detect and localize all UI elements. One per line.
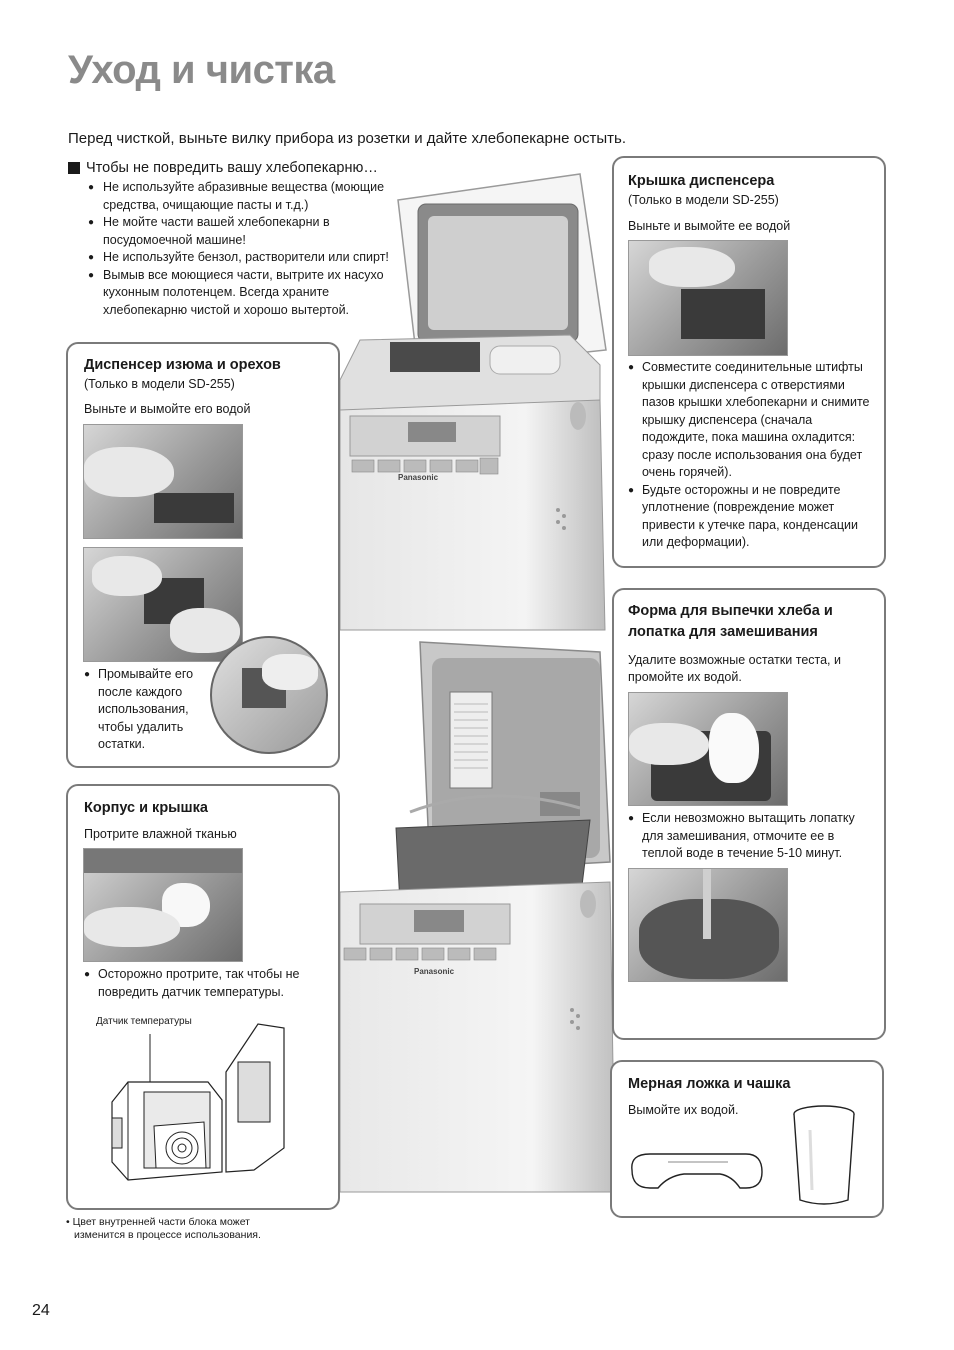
dispenser-lid-section: Крышка диспенсера (Только в модели SD-25… xyxy=(612,156,886,568)
section-title-line2: лопатка для замешивания xyxy=(628,624,818,640)
sensor-label: Датчик температуры xyxy=(96,1016,192,1027)
bullet-item: Будьте осторожны и не повредите уплотнен… xyxy=(628,482,872,552)
dispenser-detail-circle-photo xyxy=(210,636,328,754)
warning-item: Не используйте абразивные вещества (моющ… xyxy=(88,179,408,214)
section-title: Мерная ложка и чашка xyxy=(628,1076,791,1092)
spoon-cup-section: Мерная ложка и чашка Вымойте их водой. xyxy=(610,1060,884,1218)
measuring-spoon-icon xyxy=(631,1153,763,1189)
section-instruction: Выньте и вымойте его водой xyxy=(84,402,251,416)
footnote-line: • Цвет внутренней части блока может xyxy=(66,1216,250,1228)
brand-label: Panasonic xyxy=(414,967,455,976)
warning-item: Не мойте части вашей хлебопекарни в посу… xyxy=(88,214,408,249)
section-instruction: Выньте и вымойте ее водой xyxy=(628,219,791,233)
warning-list: Не используйте абразивные вещества (моющ… xyxy=(88,179,408,319)
pan-soaking-photo xyxy=(628,868,788,982)
brand-label: Panasonic xyxy=(398,473,439,482)
measuring-cup-icon xyxy=(793,1105,855,1205)
pan-washing-photo xyxy=(628,692,788,806)
bullet-item: Если невозможно вытащить лопатку для зам… xyxy=(628,810,872,863)
page-number: 24 xyxy=(32,1302,50,1319)
footnote: • Цвет внутренней части блока может изме… xyxy=(66,1216,261,1242)
raisin-dispenser-bullets: Промывайте его после каждого использован… xyxy=(84,666,206,754)
section-instruction: Удалите возможные остатки теста, и промо… xyxy=(628,653,841,684)
bullet-item: Осторожно протрите, так чтобы не повреди… xyxy=(84,966,330,1001)
body-lid-section: Корпус и крышка Протрите влажной тканью … xyxy=(66,784,340,1210)
raisin-dispenser-section: Диспенсер изюма и орехов (Только в модел… xyxy=(66,342,340,768)
body-lid-bullets: Осторожно протрите, так чтобы не повреди… xyxy=(84,966,330,1001)
dispenser-lid-bullets: Совместите соединительные штифты крышки … xyxy=(628,359,872,552)
section-title-line1: Форма для выпечки хлеба и xyxy=(628,603,833,619)
section-instruction: Вымойте их водой. xyxy=(628,1103,739,1117)
square-bullet-icon xyxy=(68,162,80,174)
footnote-line: изменится в процессе использования. xyxy=(74,1229,261,1241)
body-wiping-photo xyxy=(83,848,243,962)
section-subtitle: (Только в модели SD-255) xyxy=(84,377,235,391)
bread-pan-bullets: Если невозможно вытащить лопатку для зам… xyxy=(628,810,872,863)
page-title: Уход и чистка xyxy=(68,48,335,92)
warning-item: Вымыв все моющиеся части, вытрите их нас… xyxy=(88,267,408,320)
temperature-sensor-diagram xyxy=(111,1023,285,1181)
section-title: Корпус и крышка xyxy=(84,800,208,816)
intro-text: Перед чисткой, выньте вилку прибора из р… xyxy=(68,130,627,147)
dispenser-removal-photo xyxy=(83,424,243,539)
warning-heading: Чтобы не повредить вашу хлебопекарню… xyxy=(68,160,378,176)
bullet-item: Совместите соединительные штифты крышки … xyxy=(628,359,872,482)
bread-pan-section: Форма для выпечки хлеба и лопатка для за… xyxy=(612,588,886,1040)
warning-heading-text: Чтобы не повредить вашу хлебопекарню… xyxy=(86,160,378,176)
dispenser-washing-photo xyxy=(83,547,243,662)
section-instruction: Протрите влажной тканью xyxy=(84,827,237,841)
dispenser-lid-removal-photo xyxy=(628,240,788,356)
section-title: Диспенсер изюма и орехов xyxy=(84,357,281,373)
section-subtitle: (Только в модели SD-255) xyxy=(628,193,779,207)
bread-maker-open-dispenser-illustration: Panasonic xyxy=(339,173,607,631)
warning-item: Не используйте бензол, растворители или … xyxy=(88,249,408,267)
section-title: Крышка диспенсера xyxy=(628,173,775,189)
bread-maker-open-lid-illustration: Panasonic xyxy=(339,641,616,1193)
bullet-item: Промывайте его после каждого использован… xyxy=(84,666,206,754)
